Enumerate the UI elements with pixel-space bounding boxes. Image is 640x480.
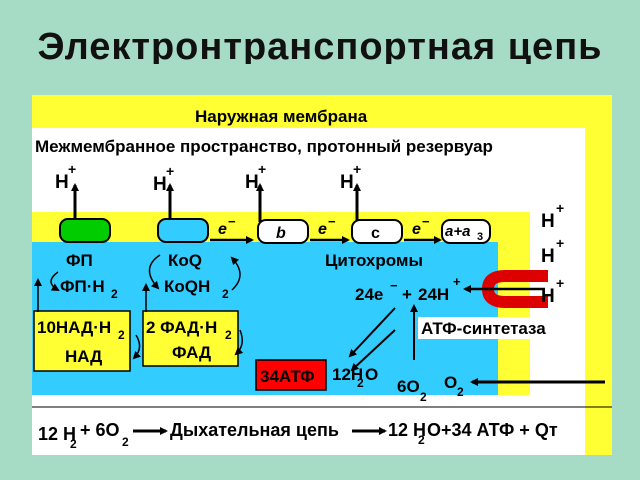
fp-carrier [59,218,111,243]
svg-text:О+34 АТФ + Qт: О+34 АТФ + Qт [427,420,558,440]
cytochrome-b-carrier [257,219,309,244]
svg-text:e: e [218,221,227,238]
cytochrome-aa3-carrier [441,219,491,244]
svg-text:КоQН: КоQН [164,277,210,296]
svg-text:H: H [541,211,555,232]
svg-text:+ 6О: + 6О [80,420,120,440]
atp-product-label: 34АТФ [260,367,315,386]
fp-oxidized-label: ФП [66,251,93,270]
cytochrome-c-label: c [371,225,380,242]
proton-2: H + [153,163,174,195]
intermembrane-space-label: Межмембранное пространство, протонный ре… [35,137,493,156]
svg-text:e: e [412,221,421,238]
svg-text:24e: 24e [355,285,383,304]
svg-text:H: H [541,286,555,307]
electron-label-3: e − [412,214,430,238]
proton-4: H + [340,161,361,193]
svg-text:Дыхательная цепь: Дыхательная цепь [170,420,339,440]
svg-text:H: H [541,246,555,267]
electron-reaction: 24e − + 24Н + [355,274,461,304]
svg-text:+: + [258,161,266,177]
nadh-label: 10НАД·Н 2 [37,318,125,342]
svg-text:+: + [556,200,564,216]
svg-text:12 Н: 12 Н [38,424,76,444]
koq-return-arrow [230,256,241,291]
summary-equation: 12 Н 2 + 6О 2 Дыхательная цепь 12 Н 2 О+… [38,420,558,451]
fad-label: ФАД [172,343,211,362]
proton-3: H + [245,161,266,193]
svg-text:−: − [422,214,430,229]
svg-text:H: H [245,172,259,193]
svg-text:+: + [68,161,76,177]
electron-to-water-arrow [348,307,396,358]
svg-text:2: 2 [222,287,229,301]
proton-7: H + [541,275,564,307]
atp-product-box [255,359,327,391]
atp-synthase-label: АТФ-синтетаза [421,319,546,338]
slide-title: Электронтранспортная цепь [37,26,603,64]
koq-cycle-arrow [148,254,161,290]
svg-text:2 ФАД·Н: 2 ФАД·Н [146,318,217,337]
svg-text:24Н: 24Н [418,285,449,304]
proton-6: H + [541,235,564,267]
koq-reduced-label: КоQН 2 [164,277,229,301]
svg-text:2: 2 [457,385,464,399]
svg-text:−: − [228,214,236,229]
cytochrome-aa3-label: a+a 3 [445,223,483,243]
svg-text:+: + [556,275,564,291]
svg-text:+: + [166,163,174,179]
svg-text:H: H [55,172,69,193]
svg-text:6О: 6О [397,377,420,396]
svg-text:−: − [328,214,336,229]
svg-text:10НАД·Н: 10НАД·Н [37,318,111,337]
svg-text:О: О [444,373,457,392]
fad-box [142,310,239,367]
oxygen-label: 6О 2 [397,377,427,404]
electron-label-2: e − [318,214,336,238]
fadh-label: 2 ФАД·Н 2 [146,318,232,342]
fp-cycle-arrow [50,271,60,291]
electron-label-1: e − [218,214,236,238]
oxygen-to-water-arrow [350,329,396,372]
atp-synthase-label-bg [418,317,568,339]
fad-cycle-arrow [234,329,244,356]
o2-input-label: О 2 [444,373,464,399]
nad-label: НАД [65,347,102,366]
svg-text:2: 2 [111,287,118,301]
koq-carrier [157,218,209,243]
fp-reduced-label: ФП·Н 2 [60,277,118,301]
svg-text:О: О [365,365,378,384]
svg-text:+: + [402,285,412,304]
svg-text:3: 3 [477,231,483,243]
svg-text:H: H [153,174,167,195]
svg-text:e: e [318,221,327,238]
svg-text:H: H [340,172,354,193]
svg-text:+: + [453,274,461,289]
svg-text:2: 2 [118,328,125,342]
koq-oxidized-label: КоQ [168,251,202,270]
svg-text:a+a: a+a [445,223,470,240]
proton-1: H + [55,161,76,193]
svg-text:ФП·Н: ФП·Н [60,277,105,296]
svg-text:−: − [390,278,398,293]
svg-text:2: 2 [122,435,129,449]
cytochrome-b-label: b [276,225,286,242]
cytochromes-label: Цитохромы [325,251,423,270]
nad-box [33,310,131,372]
nad-cycle-arrow [132,334,142,360]
svg-text:+: + [556,235,564,251]
svg-text:2: 2 [357,376,364,390]
svg-text:2: 2 [70,437,77,451]
svg-text:2: 2 [418,433,425,447]
outer-membrane-label: Наружная мембрана [195,107,368,126]
cytochrome-c-carrier [351,219,403,244]
svg-text:12 Н: 12 Н [388,420,426,440]
svg-text:2: 2 [225,328,232,342]
svg-text:+: + [353,161,361,177]
svg-text:2: 2 [420,390,427,404]
proton-5: H + [541,200,564,232]
